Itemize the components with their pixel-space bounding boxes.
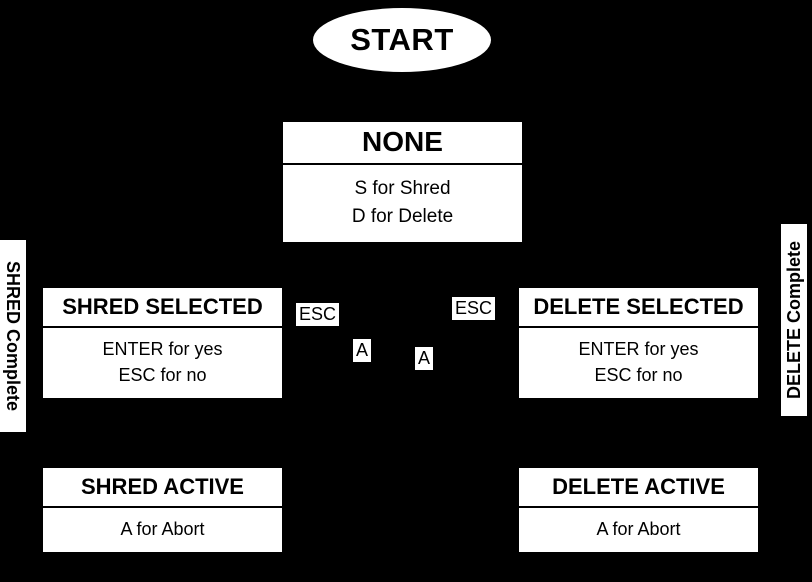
node-shred-active[interactable]: SHRED ACTIVE A for Abort bbox=[43, 468, 282, 553]
edge-label-a-right: A bbox=[415, 347, 434, 370]
node-delete-selected-line-1: ENTER for yes bbox=[578, 339, 699, 359]
node-shred-selected[interactable]: SHRED SELECTED ENTER for yes ESC for no bbox=[43, 288, 282, 399]
edge-label-delete-complete: DELETE Complete bbox=[781, 224, 807, 416]
node-shred-selected-line-1: ENTER for yes bbox=[102, 339, 223, 359]
edge-label-delete-complete-text: DELETE Complete bbox=[784, 240, 804, 400]
edge-label-a-left: A bbox=[353, 339, 372, 362]
node-shred-selected-title: SHRED SELECTED bbox=[43, 288, 282, 328]
node-delete-selected-line-2: ESC for no bbox=[594, 365, 683, 386]
node-none-line-2: D for Delete bbox=[351, 205, 454, 227]
node-delete-selected-title: DELETE SELECTED bbox=[519, 288, 758, 328]
edge-label-shred-complete-text: SHRED Complete bbox=[3, 260, 23, 412]
node-delete-selected-body: ENTER for yes ESC for no bbox=[519, 328, 758, 398]
node-none-line-1: S for Shred bbox=[354, 178, 451, 199]
edge-label-esc-right: ESC bbox=[452, 297, 496, 320]
node-shred-active-line-1: A for Abort bbox=[120, 519, 205, 539]
node-delete-selected[interactable]: DELETE SELECTED ENTER for yes ESC for no bbox=[519, 288, 758, 399]
node-start-label: START bbox=[350, 22, 454, 57]
node-delete-active-title: DELETE ACTIVE bbox=[519, 468, 758, 508]
node-shred-active-body: A for Abort bbox=[43, 508, 282, 552]
node-shred-selected-body: ENTER for yes ESC for no bbox=[43, 328, 282, 398]
node-delete-active[interactable]: DELETE ACTIVE A for Abort bbox=[519, 468, 758, 553]
node-none-title: NONE bbox=[283, 122, 522, 165]
edge-label-esc-left: ESC bbox=[296, 303, 340, 326]
node-shred-selected-line-2: ESC for no bbox=[118, 365, 207, 386]
node-none-body: S for Shred D for Delete bbox=[283, 165, 522, 242]
node-none[interactable]: NONE S for Shred D for Delete bbox=[283, 122, 522, 243]
node-start[interactable]: START bbox=[313, 8, 491, 72]
edge-label-shred-complete: SHRED Complete bbox=[0, 240, 26, 432]
node-delete-active-line-1: A for Abort bbox=[596, 519, 681, 539]
node-shred-active-title: SHRED ACTIVE bbox=[43, 468, 282, 508]
node-delete-active-body: A for Abort bbox=[519, 508, 758, 552]
